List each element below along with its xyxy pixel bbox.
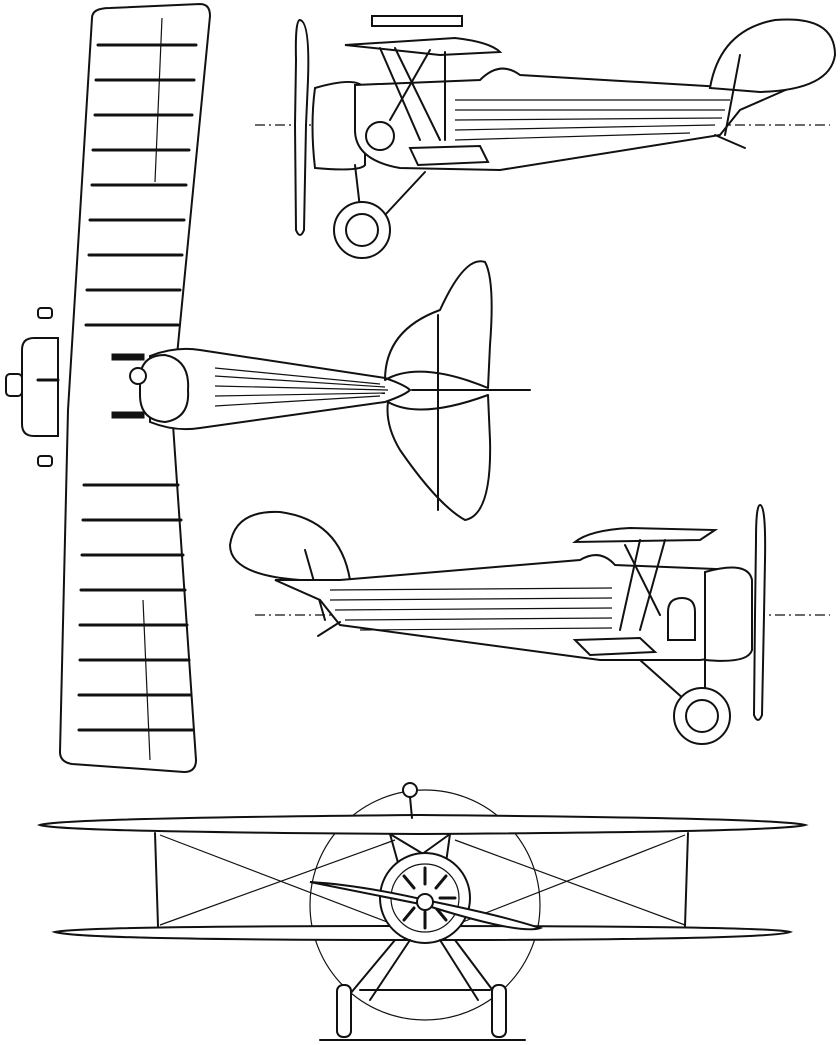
- plan-propeller-hub: [5, 373, 23, 397]
- front-wheel-left: [336, 984, 352, 1038]
- side-view-lower: [228, 503, 830, 745]
- plan-prop-tip-bottom: [37, 455, 53, 467]
- lower-rudder: [228, 510, 352, 581]
- front-wheel-right: [491, 984, 507, 1038]
- lower-wheel-hub: [685, 699, 719, 733]
- upper-propeller: [293, 18, 310, 236]
- upper-rudder: [708, 18, 837, 94]
- lower-access-panel: [667, 596, 696, 641]
- front-undercarriage: [344, 939, 501, 1001]
- plan-wing-ribs: [77, 43, 198, 732]
- front-gun: [402, 782, 418, 798]
- plan-prop-tip-top: [37, 307, 53, 319]
- lower-cowling: [704, 566, 753, 662]
- front-interplane-struts: [154, 832, 689, 927]
- front-propeller-disc: [309, 789, 541, 1021]
- front-view: [36, 782, 809, 1041]
- plan-tailplane-lower: [386, 394, 492, 521]
- plan-gun-left: [111, 353, 145, 361]
- plan-cockpit-ring: [139, 353, 190, 424]
- plan-gun-right: [111, 411, 145, 419]
- plan-view: [5, 3, 531, 773]
- plan-fuselage-stringers: [214, 367, 389, 407]
- lower-lower-wing: [572, 636, 658, 657]
- plan-tailplane: [384, 260, 493, 389]
- side-view-upper: [255, 15, 837, 259]
- lower-fuselage-stringers: [329, 587, 613, 631]
- upper-gun: [371, 15, 463, 27]
- lower-top-wing: [572, 526, 719, 544]
- lower-tailskid: [317, 621, 341, 637]
- plan-engine-cowl: [21, 337, 59, 437]
- upper-cowling: [311, 81, 366, 171]
- front-top-wing: [36, 813, 809, 836]
- upper-fin-post: [724, 54, 741, 136]
- front-gun-post: [409, 796, 413, 819]
- upper-cabane-struts: [379, 47, 446, 141]
- upper-access-panel: [365, 121, 395, 151]
- front-bracing-wires: [159, 834, 686, 926]
- lower-cabane-struts: [619, 539, 666, 631]
- plan-wing-outline: [59, 3, 211, 773]
- plan-fuselage: [149, 347, 412, 431]
- upper-tailskid: [714, 134, 746, 149]
- upper-top-wing: [344, 36, 503, 57]
- lower-propeller: [752, 503, 767, 721]
- front-spinner: [416, 893, 434, 911]
- plan-aileron-hinge-bottom: [142, 599, 151, 761]
- upper-wheel-hub: [345, 213, 379, 247]
- upper-fuselage-stringers: [454, 99, 730, 141]
- front-propeller-blade: [309, 881, 544, 931]
- plan-aileron-hinge-top: [154, 17, 163, 183]
- upper-lower-wing: [408, 144, 490, 167]
- plan-gun-mount: [129, 367, 147, 385]
